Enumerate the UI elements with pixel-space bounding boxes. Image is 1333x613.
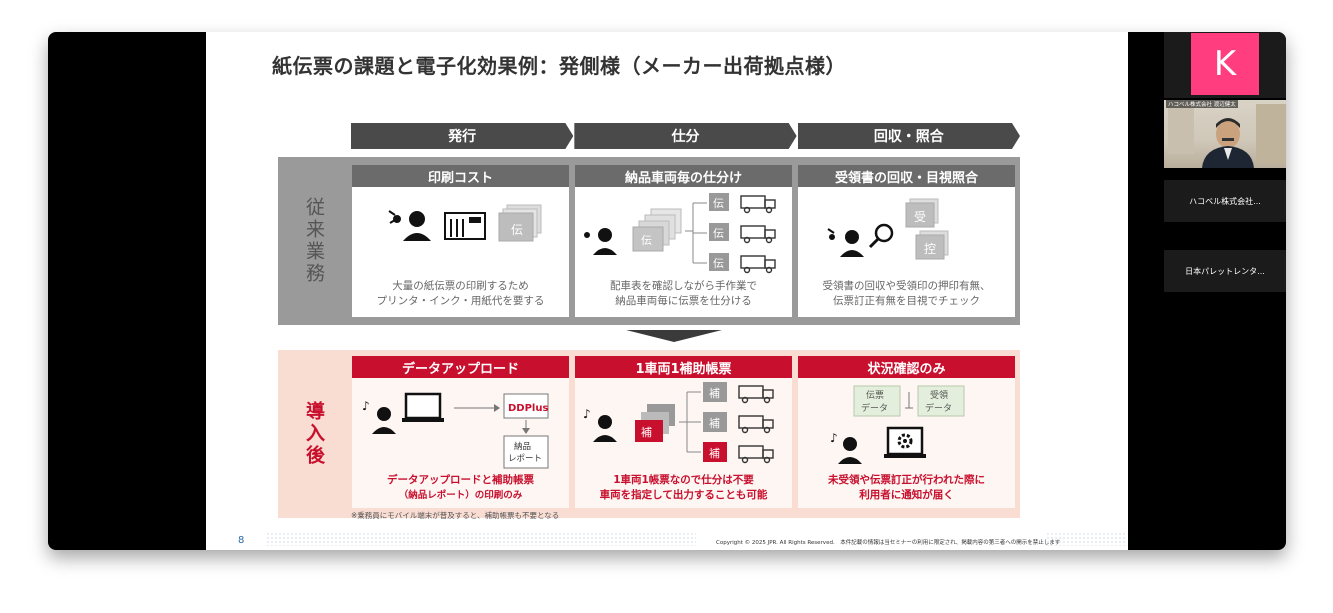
participant-video[interactable]: ハコベル株式会社 渡辺健太 [1164,100,1286,168]
new-card-line2: 車両を指定して出力することも可能 [599,489,768,501]
avatar: K [1191,33,1259,95]
meeting-window: 紙伝票の課題と電子化効果例：発側様（メーカー出荷拠点様） 発行 仕分 回収・照合… [48,32,1286,550]
old-card-sort-by-vehicle: 納品車両毎の仕分け 伝 伝 伝 伝 [575,165,792,317]
new-card-line1: データアップロードと補助帳票 [387,474,534,486]
page-number: 8 [238,535,245,546]
shared-slide: 紙伝票の課題と電子化効果例：発側様（メーカー出荷拠点様） 発行 仕分 回収・照合… [206,32,1128,550]
new-card-title: 1車両1補助帳票 [575,356,792,378]
participant-tile[interactable]: ハコベル株式会社... [1164,180,1286,222]
svg-text:補: 補 [709,447,720,460]
doc-glyph: 伝 [511,223,523,237]
printing-illustration-icon: 伝 [388,204,542,242]
upload-illustration-icon: ♪ DDPlus 納品 レポート [362,392,549,469]
new-card-data-upload: データアップロード ♪ DDPlus 納品 レポート データアップロードと補助帳… [352,356,569,508]
doc-glyph: 補 [641,426,652,439]
new-band-side: 導入後 [278,350,351,518]
svg-text:補: 補 [709,387,720,400]
svg-text:♪: ♪ [830,431,838,445]
participant-tile[interactable]: 日本パレットレンタ... [1164,250,1286,292]
inspection-illustration-icon: 受 控 [827,198,949,260]
footer-decoration [266,532,696,546]
new-card-status-check: 状況確認のみ 伝票 データ 受領 データ ♪ 未受領や伝票訂正が行われた際に 利… [798,356,1015,508]
phase-sort: 仕分 [574,123,796,149]
old-card-line2: 伝票訂正有無を目視でチェック [833,295,980,307]
slide-title: 紙伝票の課題と電子化効果例：発側様（メーカー出荷拠点様） [272,54,846,78]
box-a-line1: 伝票 [866,390,884,401]
new-card-line2: （納品レポート）の印刷のみ [398,490,523,501]
doc-glyph: 控 [924,242,936,256]
old-card-title: 受領書の回収・目視照合 [798,165,1015,187]
old-card-title: 印刷コスト [352,165,569,187]
new-card-title: データアップロード [352,356,569,378]
old-band-label: 従来業務 [303,197,325,285]
svg-text:伝: 伝 [713,197,724,210]
old-card-line1: 配車表を確認しながら手作業で [610,280,757,292]
sorting-illustration-icon: 伝 伝 伝 伝 [584,193,776,274]
footnote: ※乗務員にモバイル端末が普及すると、補助帳票も不要となる [351,511,560,520]
vehicle-slip-illustration-icon: ♪ 補 補 補 補 [583,382,774,464]
speaker-video-icon [1168,104,1286,168]
svg-text:♪: ♪ [583,407,591,421]
old-card-line2: 納品車両毎に伝票を仕分ける [615,295,752,307]
phase-issue: 発行 [351,123,573,149]
box-b-line2: データ [925,402,952,414]
old-card-title: 納品車両毎の仕分け [575,165,792,187]
participant-name: ハコベル株式会社... [1189,197,1261,206]
box-a-line2: データ [861,402,888,414]
new-card-line1: 未受領や伝票訂正が行われた際に [828,474,985,486]
old-workflow-band: 従来業務 印刷コスト 伝 大量の紙伝票の印刷するため プリンタ・インク・用紙 [278,157,1020,325]
old-card-print-cost: 印刷コスト 伝 大量の紙伝票の印刷するため プリンタ・インク・用紙代を要する [352,165,569,317]
svg-text:伝: 伝 [713,257,724,270]
footer-decoration [1046,532,1126,546]
new-card-title: 状況確認のみ [798,356,1015,378]
phase-collect: 回収・照合 [798,123,1020,149]
phase-bar: 発行 仕分 回収・照合 [351,123,1021,149]
old-card-line2: プリンタ・インク・用紙代を要する [376,295,545,307]
doc-glyph: 受 [914,210,926,224]
new-card-line2: 利用者に通知が届く [859,489,954,501]
old-card-line1: 受領書の回収や受領印の押印有無、 [822,280,991,292]
new-band-label: 導入後 [303,401,325,467]
old-card-collect-check: 受領書の回収・目視照合 受 控 受領書の回収や受領印の押印有無、 伝票訂正有無を… [798,165,1015,317]
transition-arrow-icon [626,330,722,342]
box-b-line1: 受領 [930,389,948,401]
copyright-notice: Copyright © 2025 JPR. All Rights Reserve… [716,540,1061,546]
ddplus-logo: DDPlus [508,403,548,414]
svg-text:補: 補 [709,417,720,430]
participant-panel: K ハコベル株式会社 渡辺健太 ハコベル株式会社... 日本パレットレンタ... [1164,32,1286,550]
svg-text:♪: ♪ [362,399,370,413]
new-workflow-band: 導入後 データアップロード ♪ DDPlus 納品 レポート データアップロ [278,350,1020,518]
report-label-1: 納品 [514,441,531,452]
old-band-side: 従来業務 [278,157,351,325]
new-card-one-per-vehicle: 1車両1補助帳票 ♪ 補 補 補 補 [575,356,792,508]
report-label-2: レポート [508,454,542,464]
participant-tile-avatar[interactable]: K [1164,32,1286,98]
svg-text:伝: 伝 [713,227,724,240]
participant-name: 日本パレットレンタ... [1185,267,1265,276]
old-card-line1: 大量の紙伝票の印刷するため [392,280,529,292]
notification-illustration-icon: 伝票 データ 受領 データ ♪ [830,385,965,464]
doc-glyph: 伝 [641,234,652,247]
video-participant-name: ハコベル株式会社 渡辺健太 [1166,100,1238,108]
new-card-line1: 1車両1帳票なので仕分は不要 [613,474,754,486]
